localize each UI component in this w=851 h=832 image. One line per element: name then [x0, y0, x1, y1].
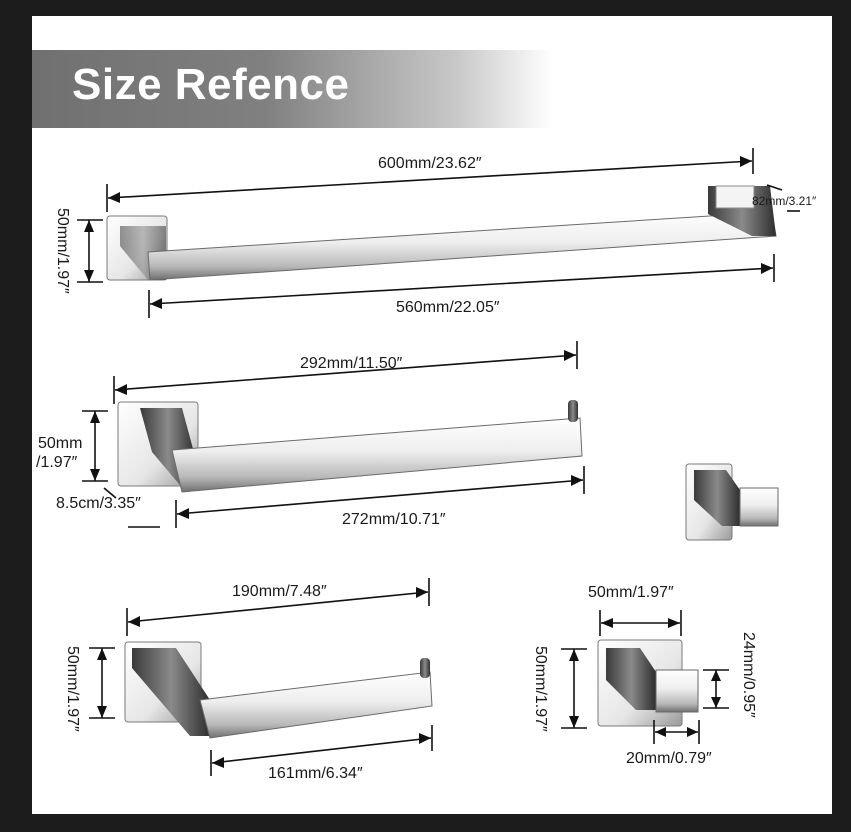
banner-title: Size Refence — [72, 60, 350, 109]
paper-holder-dimension-lines — [89, 578, 433, 776]
robe-hook-detail-cap — [655, 669, 699, 713]
towel-bar-12-height-bottom: /1.97″ — [36, 454, 78, 471]
dim-line-190 — [127, 591, 429, 623]
paper-holder-arrowheads — [97, 587, 431, 768]
towel-bar-12-overall-length: 292mm/11.50″ — [300, 355, 403, 372]
towel-bar-24-product — [106, 185, 777, 281]
dim-line-292 — [114, 354, 577, 391]
robe-hook-cap — [739, 487, 779, 527]
robe-hook-width: 50mm/1.97″ — [588, 584, 674, 601]
robe-hook-hook-depth: 20mm/0.79″ — [626, 750, 712, 767]
robe-hook-detail-arm — [606, 648, 656, 710]
towel-bar-24-height: 50mm/1.97″ — [54, 208, 71, 294]
towel-bar-24-projection: 82mm/3.21″ — [752, 194, 817, 208]
towel-bar-12-dimension-lines — [82, 341, 585, 528]
dim-line-82 — [766, 184, 783, 191]
dim-line-272 — [176, 479, 584, 515]
towel-bar-24-arrowheads — [84, 156, 773, 309]
robe-hook-product — [685, 463, 779, 541]
robe-hook-hook-height: 24mm/0.95″ — [740, 632, 757, 718]
paper-holder-rod — [199, 671, 433, 739]
towel-bar-12-height-top: 50mm — [38, 435, 82, 452]
towel-bar-24-dimension-lines — [77, 148, 800, 318]
towel-bar-12-rod — [171, 417, 583, 493]
paper-holder-product — [124, 641, 433, 739]
paper-holder-end-pin — [420, 658, 430, 678]
paper-holder-inner-length: 161mm/6.34″ — [268, 765, 363, 782]
robe-hook-height: 50mm/1.97″ — [532, 646, 549, 732]
paper-holder-overall-length: 190mm/7.48″ — [232, 583, 327, 600]
towel-bar-24-inner-length: 560mm/22.05″ — [396, 299, 500, 316]
towel-bar-24-rod — [147, 211, 777, 281]
paper-holder-arm — [132, 648, 210, 736]
towel-bar-12-projection: 8.5cm/3.35″ — [56, 495, 141, 512]
towel-bar-12-product — [117, 400, 583, 493]
towel-bar-12-inner-length: 272mm/10.71″ — [342, 511, 446, 528]
title-banner: Size Refence — [32, 50, 552, 128]
dim-line-560 — [149, 267, 774, 305]
robe-hook-arm — [694, 470, 740, 526]
dimension-drawing: 600mm/23.62″ 560mm/22.05″ 50mm/1.97″ 82m… — [36, 148, 817, 782]
dim-line-161 — [211, 737, 432, 764]
robe-hook-arrowheads — [569, 618, 721, 737]
robe-hook-detail-product — [597, 639, 699, 727]
dim-line-600 — [107, 160, 753, 199]
paper-holder-height: 50mm/1.97″ — [64, 646, 81, 732]
towel-bar-12-end-pin — [568, 400, 578, 422]
size-reference-card: Size Refence — [32, 16, 832, 814]
towel-bar-24-right-mount — [715, 185, 755, 209]
towel-bar-24-overall-length: 600mm/23.62″ — [378, 155, 482, 172]
towel-bar-12-arrowheads — [90, 350, 583, 519]
dim-line-8-5cm — [103, 487, 117, 499]
